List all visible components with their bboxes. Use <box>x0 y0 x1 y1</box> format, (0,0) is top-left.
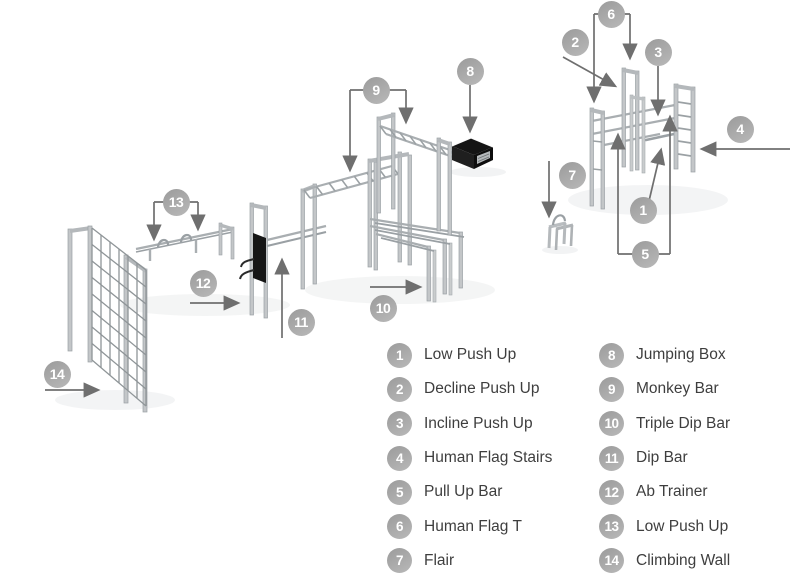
legend-item-13: 13 Low Push Up <box>599 509 730 543</box>
arrow-2 <box>562 56 618 88</box>
legend-label-2: Decline Push Up <box>424 380 540 398</box>
legend-label-13: Low Push Up <box>636 517 729 535</box>
legend-label-14: Climbing Wall <box>636 551 731 569</box>
legend-item-14: 14 Climbing Wall <box>599 544 730 577</box>
callout-badge-6: 6 <box>597 0 625 28</box>
callout-badge-3: 3 <box>644 38 672 66</box>
callout-badge-14: 14 <box>43 360 71 388</box>
legend-label-5: Pull Up Bar <box>424 483 503 501</box>
legend-label-8: Jumping Box <box>636 346 726 364</box>
legend-badge-14: 14 <box>599 548 624 574</box>
callout-badge-4: 4 <box>726 115 754 143</box>
dip-bar <box>266 224 327 247</box>
legend-badge-8: 8 <box>599 342 624 368</box>
legend-label-9: Monkey Bar <box>636 380 719 398</box>
legend-badge-2: 2 <box>387 376 412 402</box>
callout-badge-1: 1 <box>629 196 657 224</box>
legend-item-1: 1 Low Push Up <box>387 338 552 372</box>
legend-item-5: 5 Pull Up Bar <box>387 475 552 509</box>
legend-item-2: 2 Decline Push Up <box>387 372 552 406</box>
triple-dip-bar <box>367 151 465 303</box>
jumping-box <box>451 137 494 169</box>
legend-item-11: 11 Dip Bar <box>599 441 730 475</box>
legend-label-10: Triple Dip Bar <box>636 414 731 432</box>
callout-badge-11: 11 <box>287 308 315 336</box>
legend-item-8: 8 Jumping Box <box>599 338 730 372</box>
legend-label-11: Dip Bar <box>636 449 688 467</box>
legend-item-6: 6 Human Flag T <box>387 509 552 543</box>
monkey-bar-upper <box>376 112 457 236</box>
legend-badge-9: 9 <box>599 376 624 402</box>
flair-trainer <box>547 214 574 251</box>
legend-badge-12: 12 <box>599 479 624 505</box>
legend-label-12: Ab Trainer <box>636 483 708 501</box>
legend-label-7: Flair <box>424 551 455 569</box>
legend-label-1: Low Push Up <box>424 346 517 364</box>
legend-badge-10: 10 <box>599 411 624 437</box>
legend-label-3: Incline Push Up <box>424 414 533 432</box>
legend-item-9: 9 Monkey Bar <box>599 372 730 406</box>
callout-badge-10: 10 <box>369 294 397 322</box>
legend-item-3: 3 Incline Push Up <box>387 407 552 441</box>
legend-badge-5: 5 <box>387 479 412 505</box>
legend-badge-13: 13 <box>599 514 624 540</box>
callout-badge-2: 2 <box>561 28 589 56</box>
legend-badge-11: 11 <box>599 445 624 471</box>
legend-item-12: 12 Ab Trainer <box>599 475 730 509</box>
legend-badge-4: 4 <box>387 445 412 471</box>
legend-column-right: 8 Jumping Box 9 Monkey Bar 10 Triple Dip… <box>599 338 730 577</box>
callout-badge-12: 12 <box>189 269 217 297</box>
ab-trainer <box>239 202 268 319</box>
low-push-up-bars <box>135 222 235 261</box>
arrow-1 <box>648 147 666 202</box>
callout-badge-13: 13 <box>162 188 190 216</box>
legend-item-10: 10 Triple Dip Bar <box>599 407 730 441</box>
legend-badge-7: 7 <box>387 548 412 574</box>
legend-item-7: 7 Flair <box>387 544 552 577</box>
legend-badge-6: 6 <box>387 514 412 540</box>
legend-label-6: Human Flag T <box>424 517 522 535</box>
legend-item-4: 4 Human Flag Stairs <box>387 441 552 475</box>
legend-badge-3: 3 <box>387 411 412 437</box>
callout-badge-9: 9 <box>362 76 390 104</box>
callout-badge-7: 7 <box>558 161 586 189</box>
climbing-wall <box>67 225 148 413</box>
legend-column-left: 1 Low Push Up 2 Decline Push Up 3 Inclin… <box>387 338 552 577</box>
callout-badge-5: 5 <box>631 240 659 268</box>
legend-label-4: Human Flag Stairs <box>424 449 553 467</box>
callout-badge-8: 8 <box>456 57 484 85</box>
legend-badge-1: 1 <box>387 342 412 368</box>
